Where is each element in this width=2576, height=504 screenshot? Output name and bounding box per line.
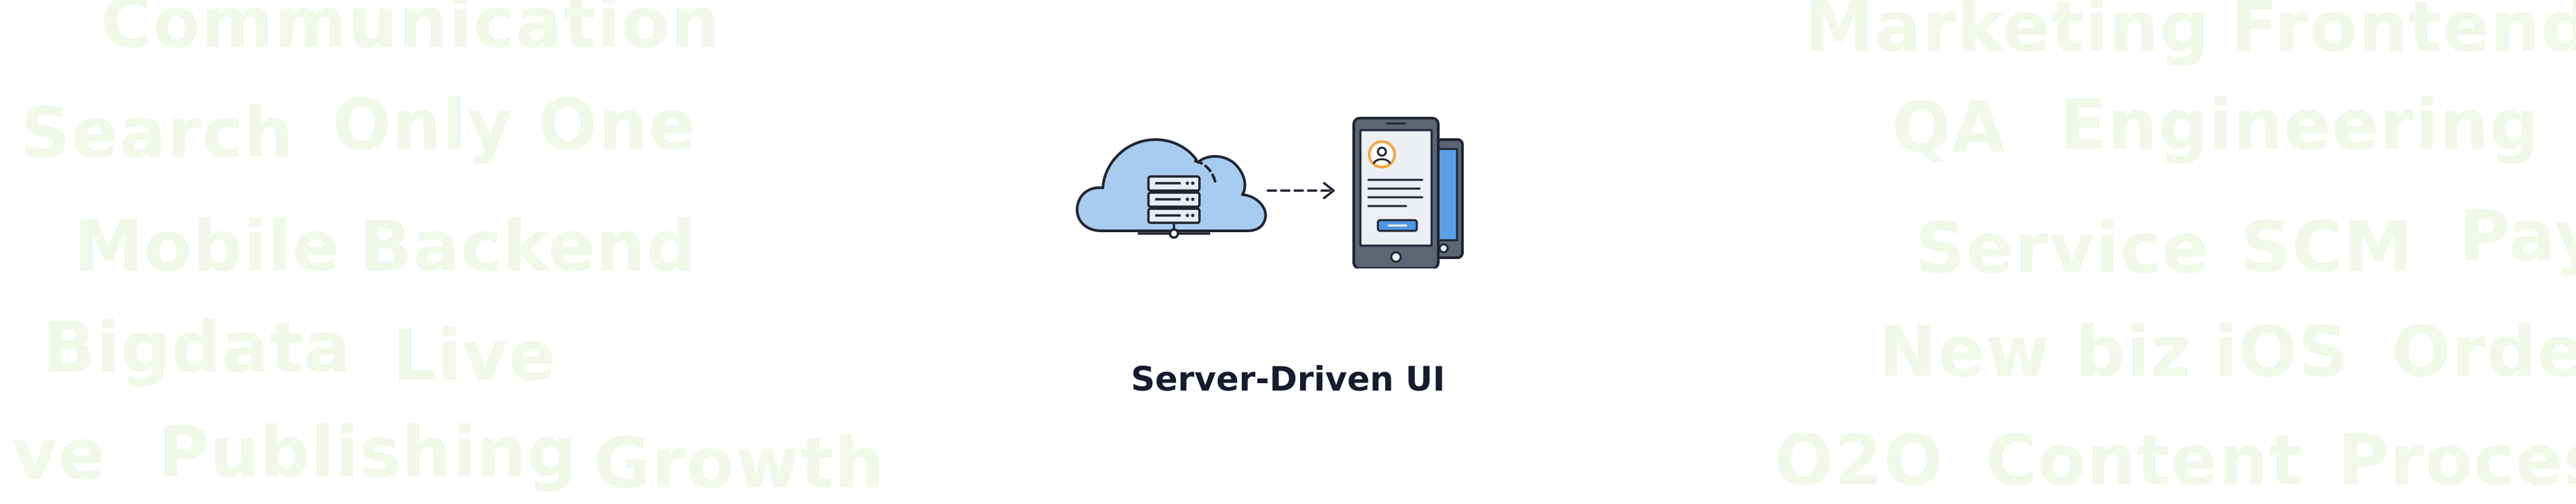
dashed-arrow-icon — [1267, 182, 1335, 199]
bg-word-qa: QA — [1892, 87, 2006, 168]
bg-word-pay: Pay — [2459, 195, 2576, 277]
bg-word-order: Order — [2392, 311, 2576, 393]
bg-word-service: Service — [1915, 207, 2210, 289]
bg-word-marketing: Marketing — [1805, 0, 2210, 68]
bg-word-proces: Proces — [2338, 419, 2576, 501]
bg-word-mobile: Mobile — [74, 205, 341, 287]
mobile-devices-icon — [1352, 117, 1464, 270]
bg-word-new-biz: New biz — [1878, 311, 2192, 393]
bg-word-bigdata: Bigdata — [42, 307, 352, 389]
bg-word-frontend: Frontend — [2231, 0, 2576, 68]
bg-word-ios: iOS — [2214, 311, 2349, 393]
bg-word-o2o: O2O — [1774, 419, 1944, 501]
bg-word-scm: SCM — [2241, 206, 2414, 288]
bg-word-live: Live — [392, 315, 557, 397]
bg-word-ve: ve — [12, 413, 107, 495]
bg-word-content: Content — [1986, 419, 2303, 501]
bg-word-growth: Growth — [594, 422, 885, 504]
bg-word-backend: Backend — [359, 205, 697, 287]
bg-word-only-one: Only One — [332, 84, 697, 166]
bg-word-publishing: Publishing — [158, 411, 578, 493]
bg-word-search: Search — [20, 92, 294, 174]
bg-word-engineering: Engineering — [2059, 84, 2540, 166]
server-driven-ui-illustration — [1073, 107, 1503, 270]
cloud-server-icon — [1075, 138, 1267, 239]
caption-title: Server-Driven UI — [1130, 360, 1446, 399]
bg-word-communication: Communication — [101, 0, 720, 64]
